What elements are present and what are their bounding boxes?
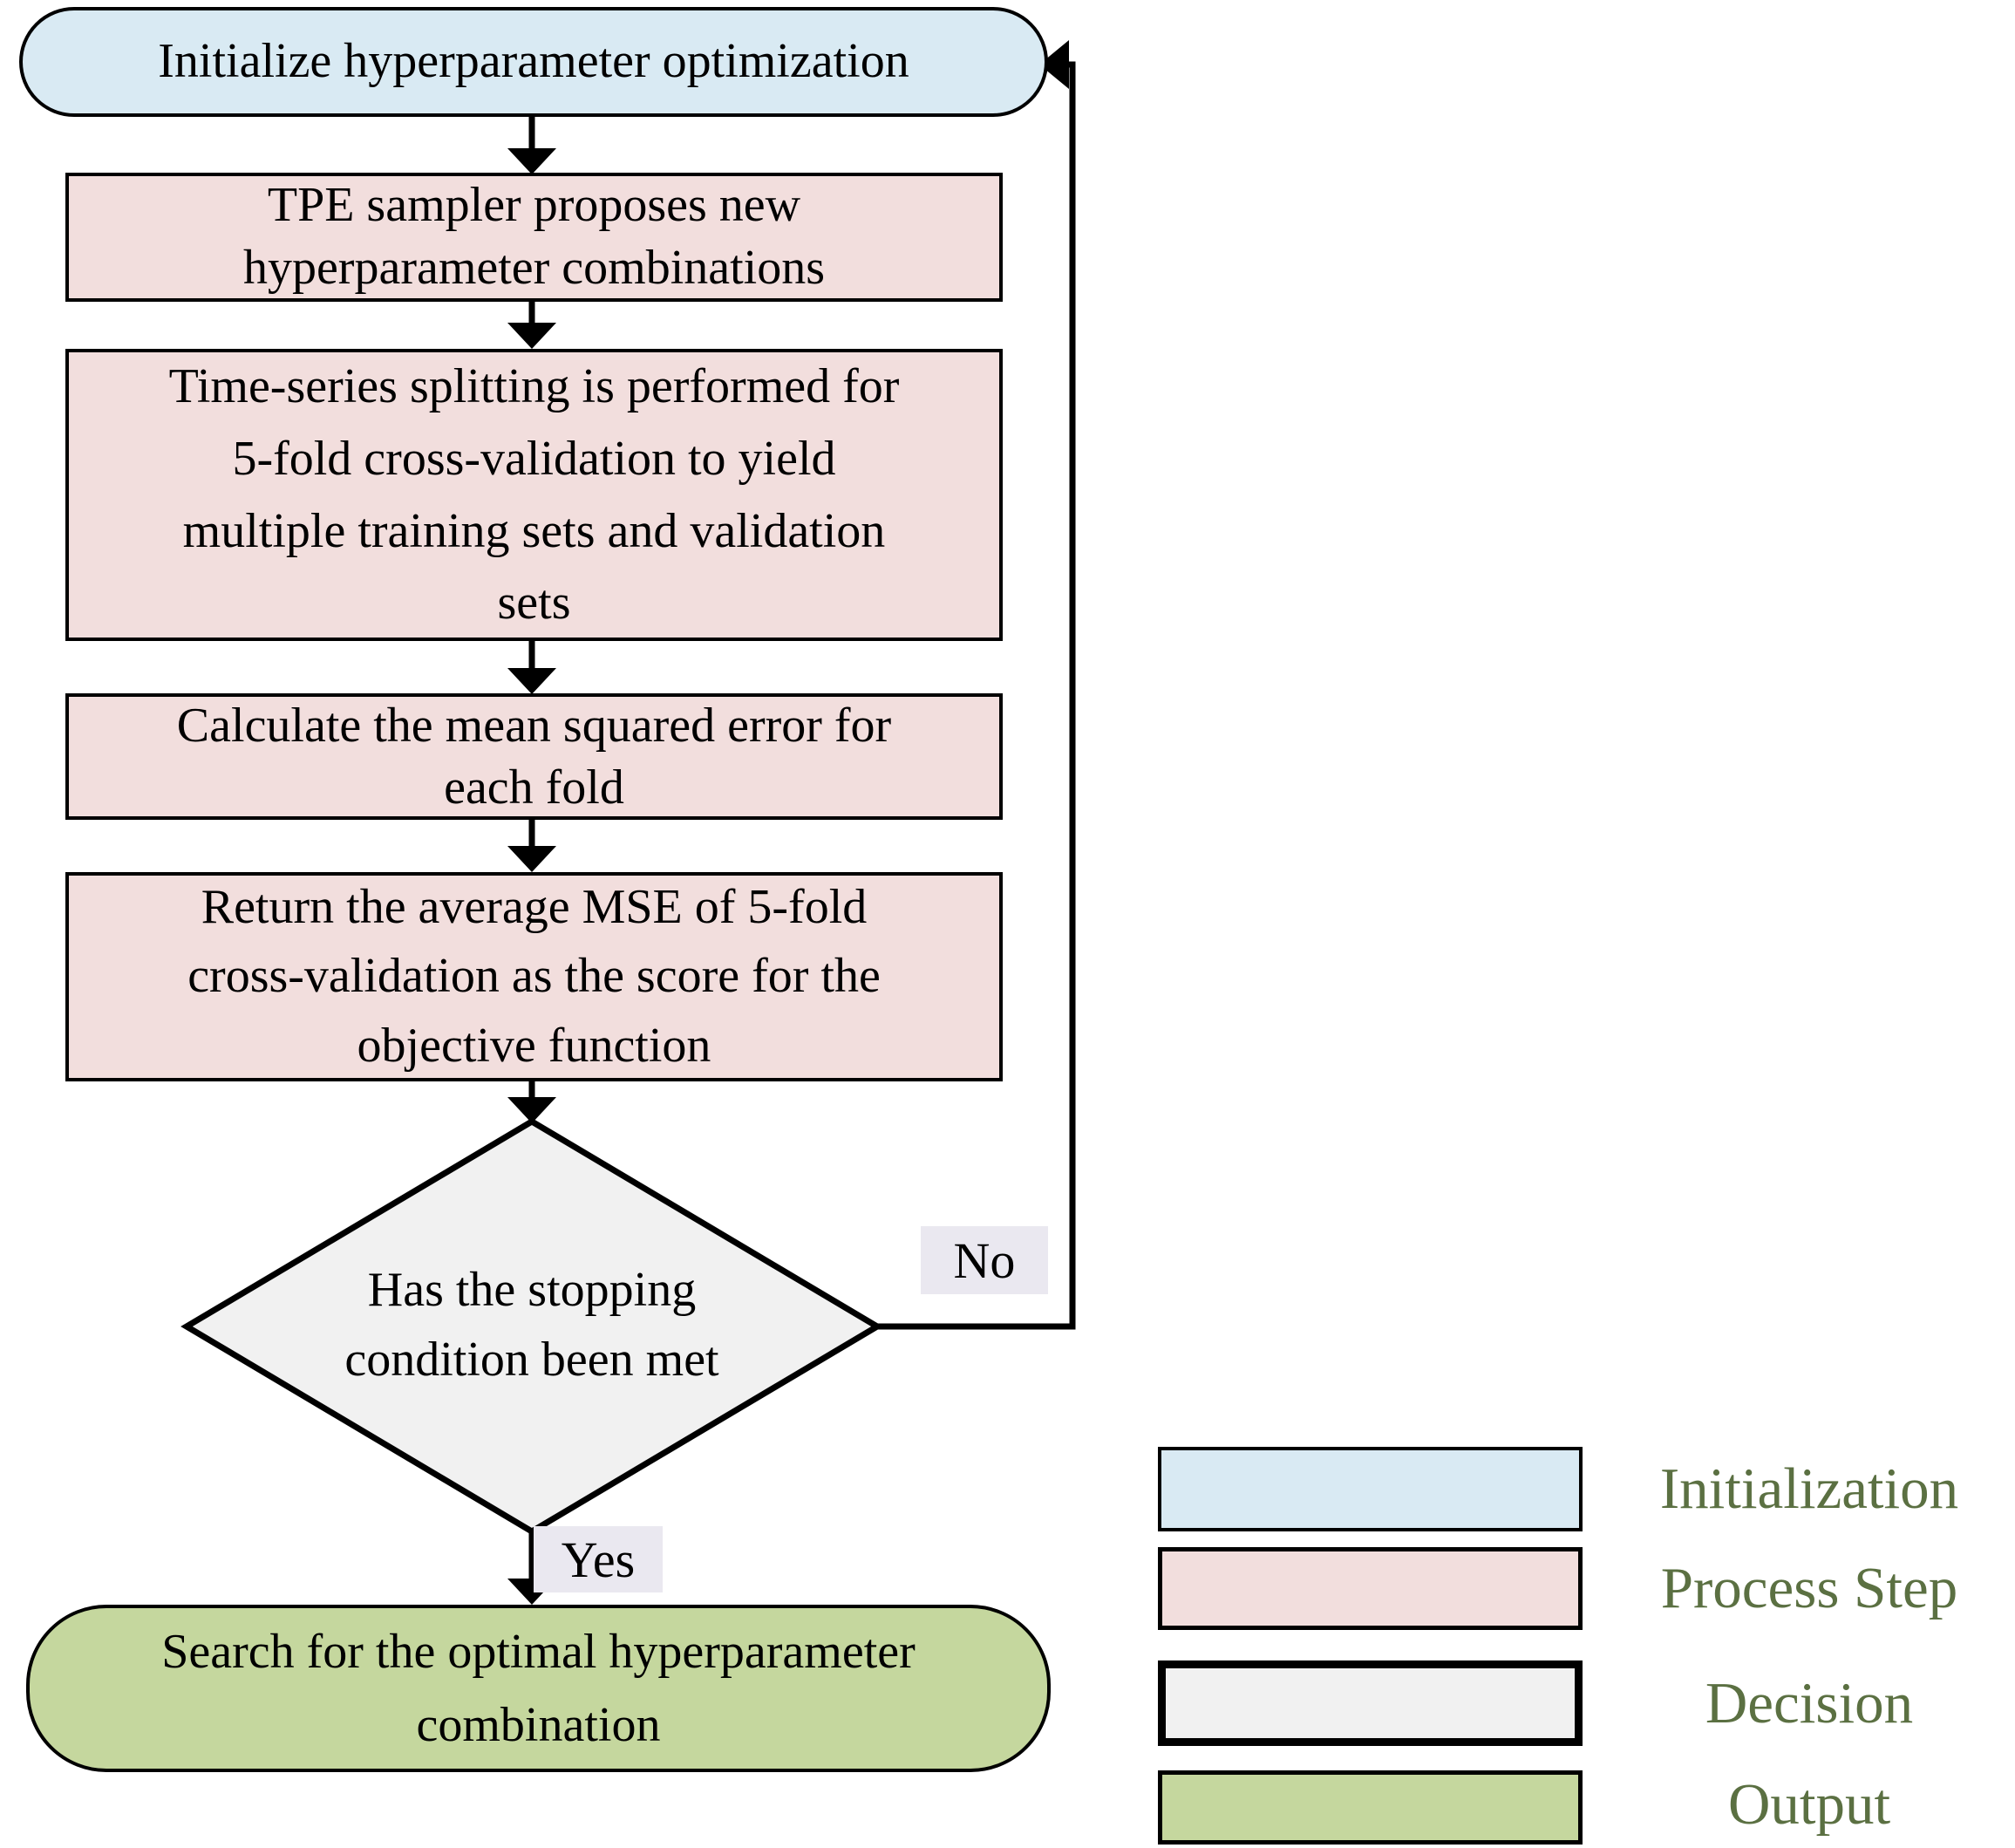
legend-label-output: Output	[1727, 1772, 1891, 1837]
arrow-step3-to-step4	[507, 820, 556, 872]
arrow-step2-to-step3	[507, 641, 556, 694]
no-feedback-connector	[877, 40, 1076, 1330]
legend-label-decision: Decision	[1705, 1670, 1914, 1735]
arrow-init-to-step1	[507, 117, 556, 174]
legend-label-initialization: Initialization	[1659, 1456, 1959, 1521]
legend-swatch-output	[1158, 1770, 1583, 1845]
edge-label-no: No	[921, 1226, 1048, 1294]
node-search-optimal-combination-output: Search for the optimal hyperparameter co…	[26, 1605, 1051, 1772]
node-time-series-splitting-step: Time-series splitting is performed for 5…	[65, 349, 1003, 641]
arrow-step1-to-step2	[507, 302, 556, 349]
arrow-step4-to-decision	[507, 1081, 556, 1123]
decision-diamond-label: Has the stopping condition been met	[344, 1263, 719, 1387]
legend-swatch-process-step	[1158, 1547, 1583, 1630]
node-calculate-mse-step: Calculate the mean squared error for eac…	[65, 693, 1003, 820]
edge-label-yes: Yes	[534, 1526, 663, 1592]
legend-label-process-step: Process Step	[1660, 1556, 1958, 1620]
node-initialize-hyperparameter-optimization: Initialize hyperparameter optimization	[19, 7, 1048, 117]
legend-swatch-initialization	[1158, 1447, 1583, 1531]
node-tpe-sampler-step: TPE sampler proposes new hyperparameter …	[65, 173, 1003, 302]
node-return-average-mse-step: Return the average MSE of 5-fold cross-v…	[65, 872, 1003, 1081]
legend-swatch-decision	[1158, 1660, 1583, 1746]
